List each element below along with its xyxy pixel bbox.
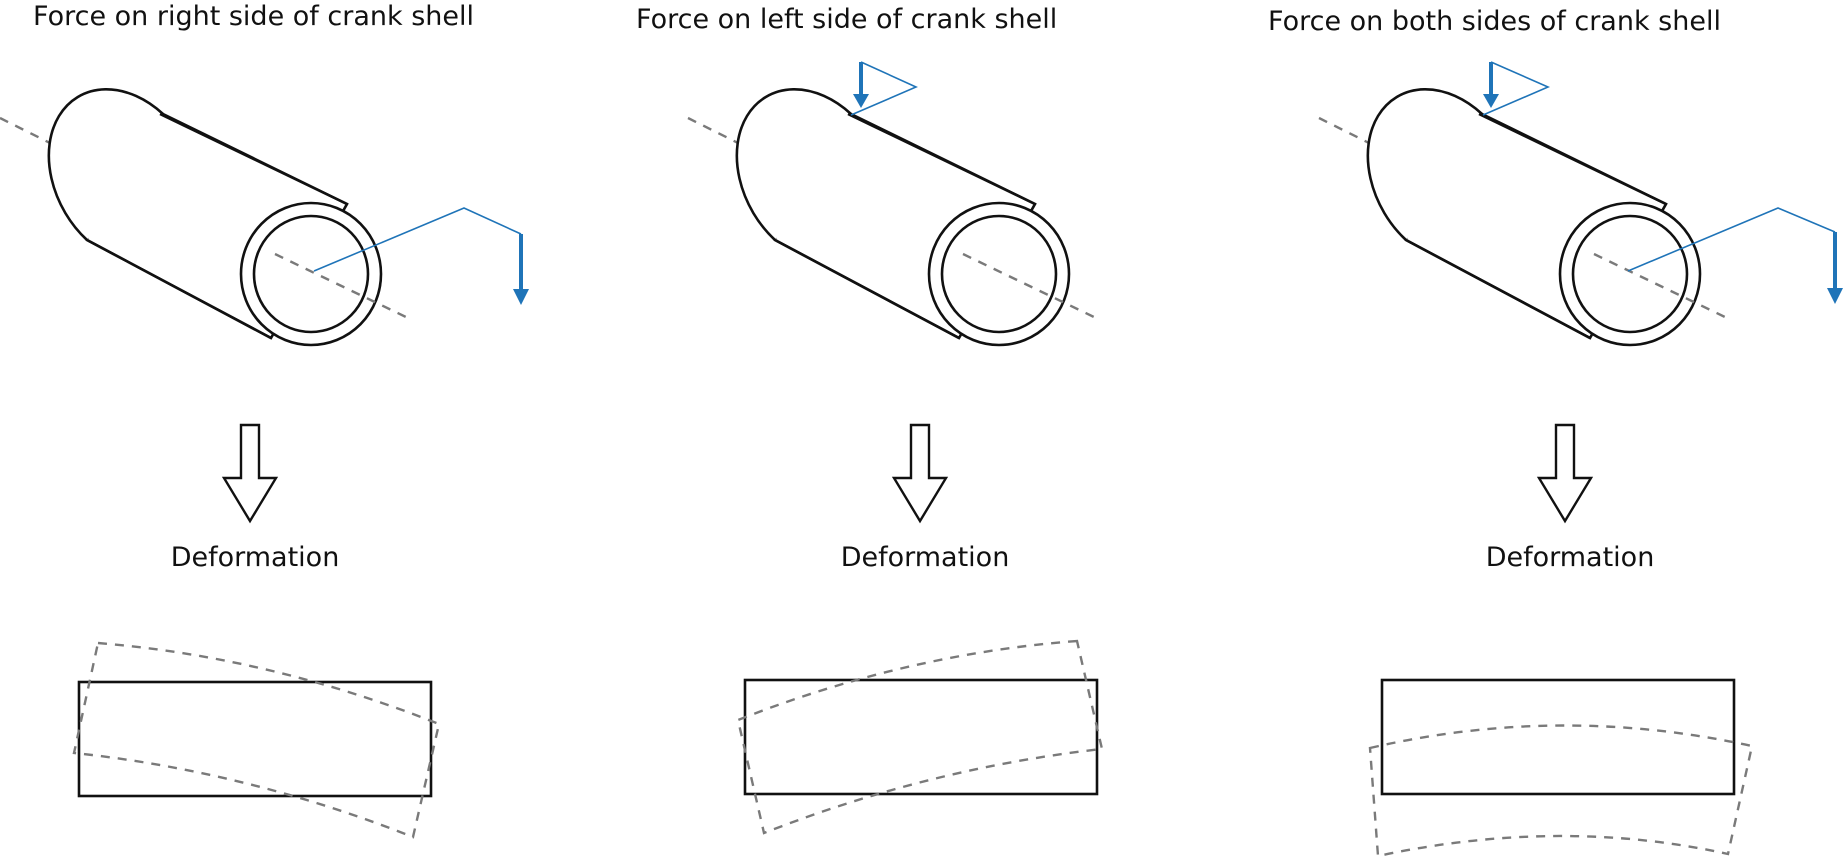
deformation-sketch <box>72 641 441 839</box>
force-arrow-left <box>1482 61 1551 116</box>
original-shape <box>77 680 433 798</box>
crank-shell-cylinder <box>0 88 410 347</box>
panel-both-sides: Force on both sides of crank shell Defor… <box>1268 6 1843 858</box>
deformation-label: Deformation <box>1486 542 1655 573</box>
deformed-shape <box>736 639 1104 835</box>
deformed-shape <box>1368 724 1754 858</box>
panel-right-side: Force on right side of crank shell Defor… <box>0 1 529 839</box>
force-arrow-right <box>313 207 529 305</box>
deformed-shape <box>72 641 441 839</box>
deformation-label: Deformation <box>171 542 340 573</box>
original-shape <box>743 678 1099 796</box>
deformation-label: Deformation <box>841 542 1010 573</box>
force-arrow-left <box>850 61 918 116</box>
crank-shell-cylinder <box>686 88 1098 347</box>
panel-title: Force on both sides of crank shell <box>1268 6 1721 37</box>
force-arrow-right <box>1627 207 1843 304</box>
deformation-sketch <box>1368 678 1754 858</box>
deformation-sketch <box>736 639 1104 835</box>
panel-title: Force on left side of crank shell <box>636 4 1057 35</box>
panel-title: Force on right side of crank shell <box>33 1 474 32</box>
crank-shell-cylinder <box>1317 88 1729 347</box>
panel-left-side: Force on left side of crank shell Deform… <box>636 4 1104 835</box>
down-arrow <box>1537 423 1593 523</box>
down-arrow <box>892 423 948 523</box>
original-shape <box>1380 678 1736 796</box>
down-arrow <box>222 423 278 523</box>
